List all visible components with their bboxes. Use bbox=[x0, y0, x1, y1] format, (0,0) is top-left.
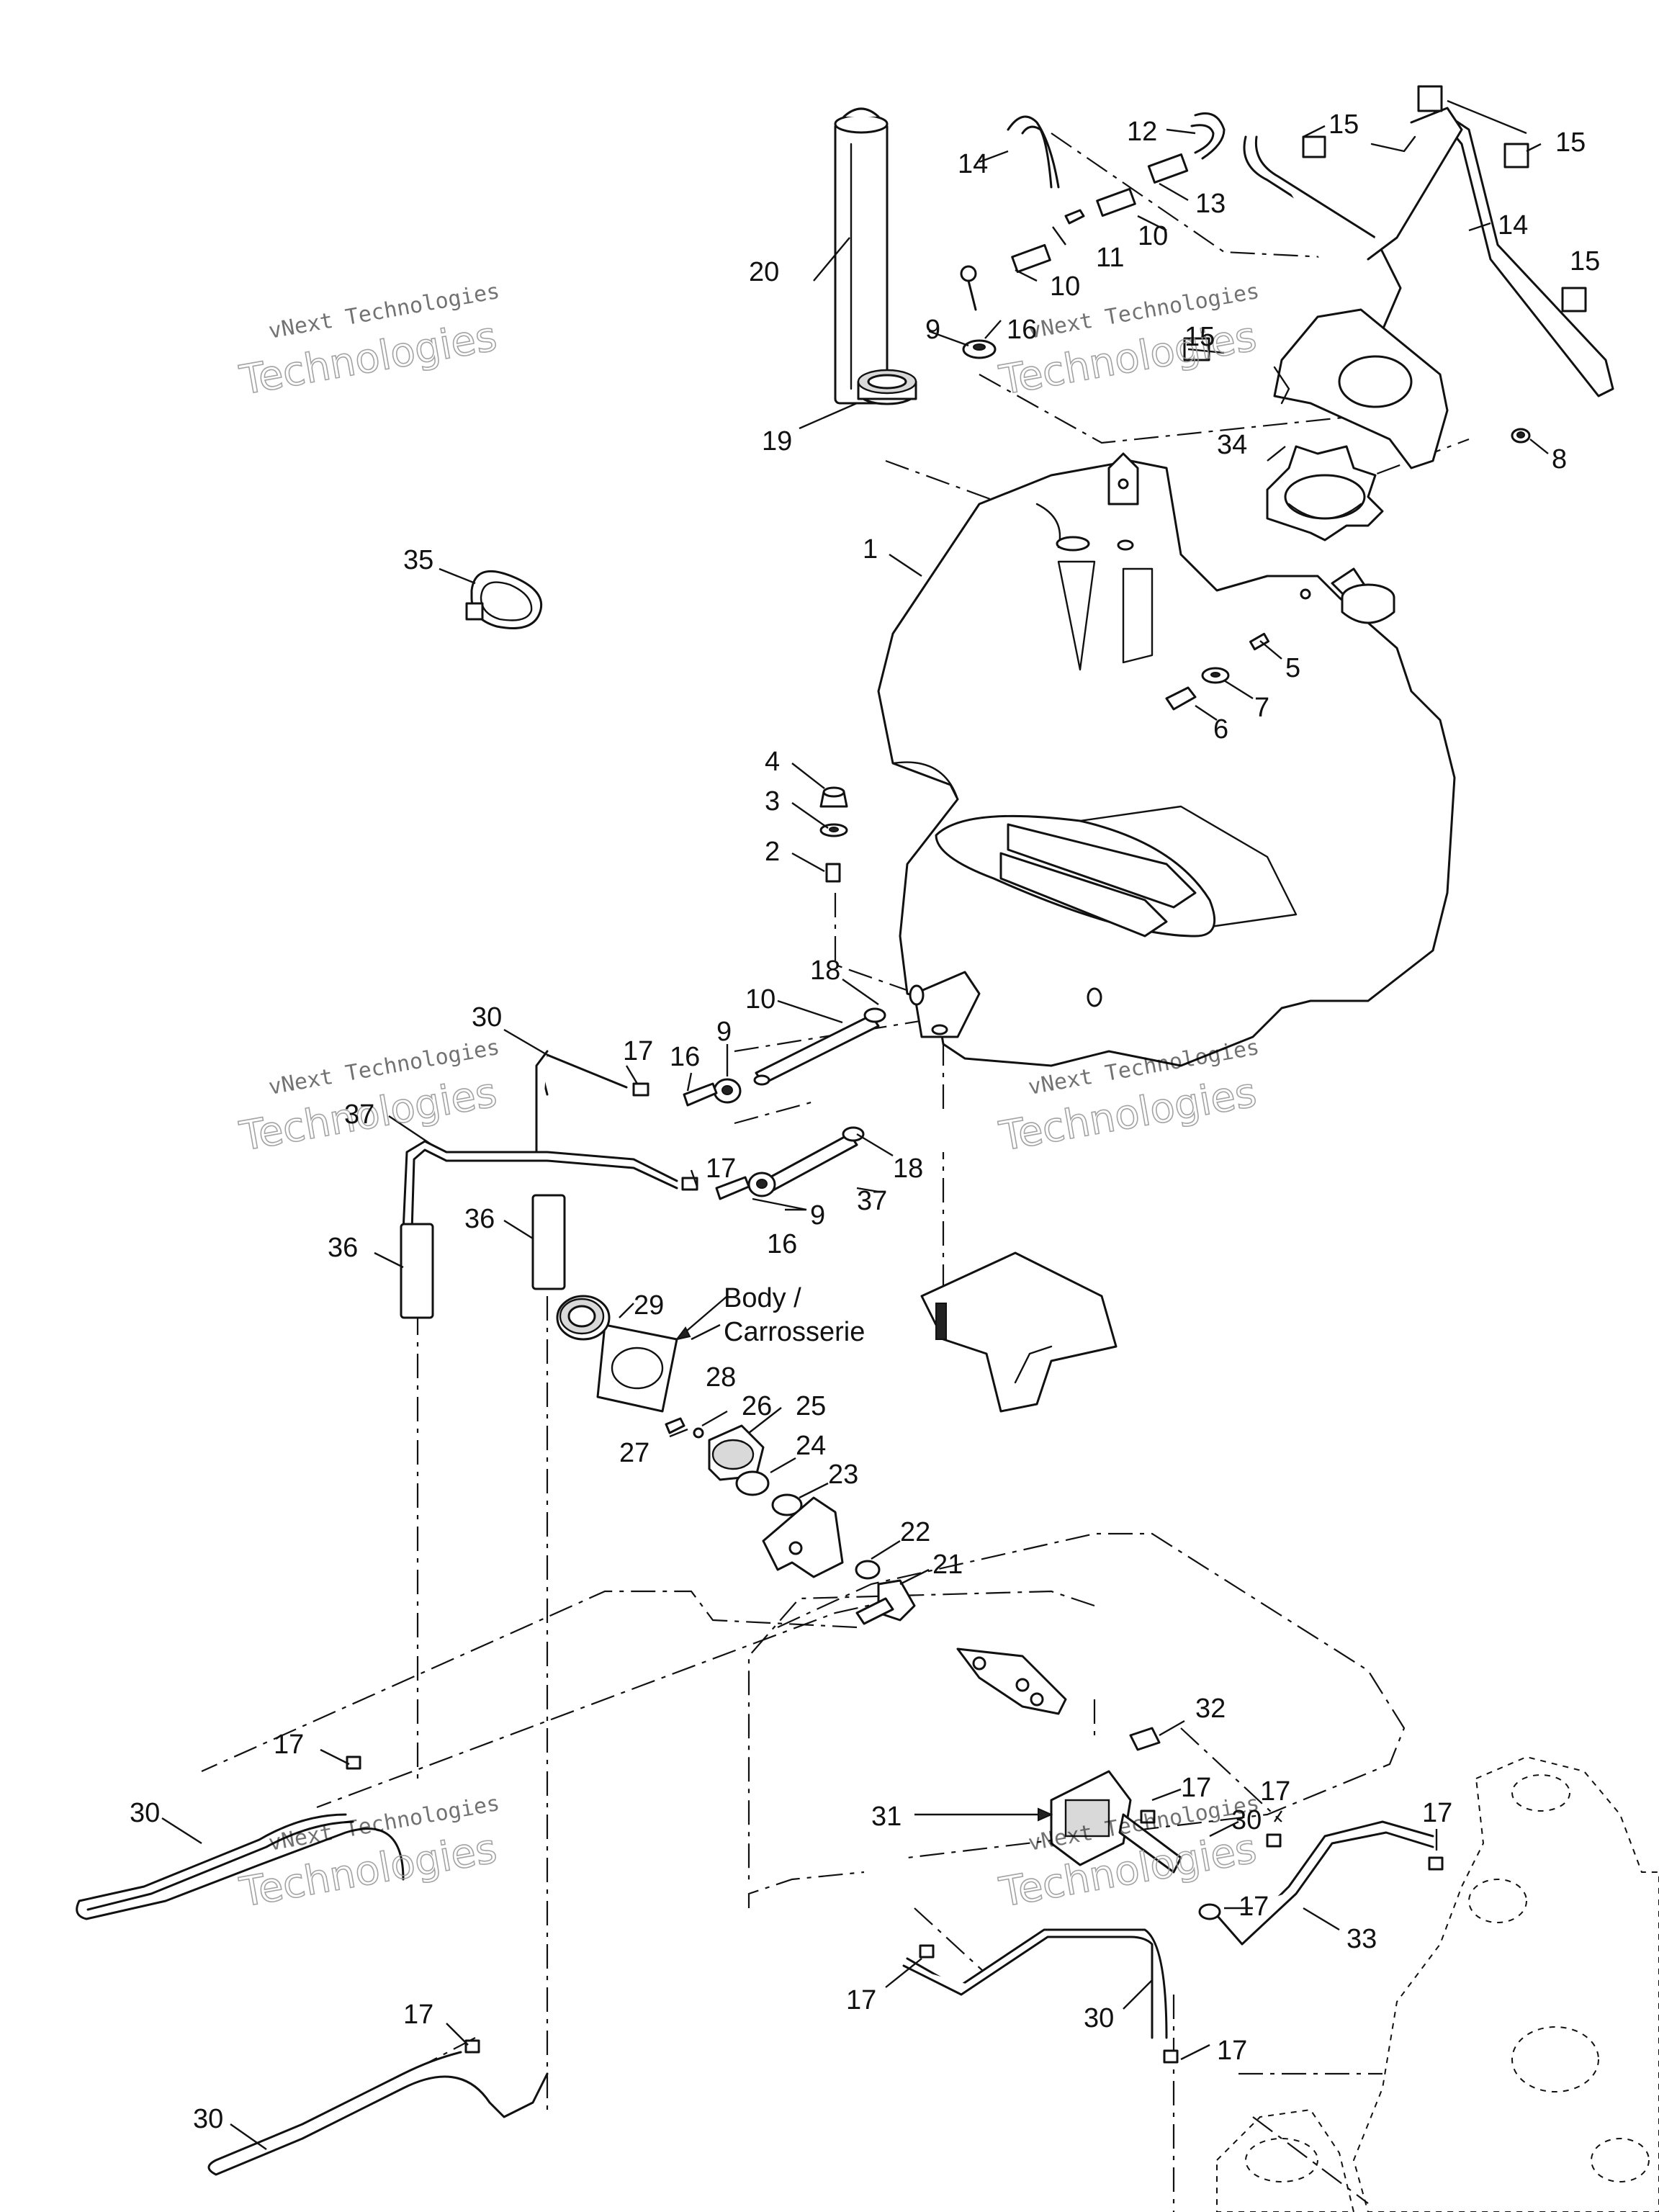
hose-sleeves bbox=[400, 1194, 566, 1319]
callout-37b: 37 bbox=[857, 1186, 887, 1216]
filler-tube bbox=[834, 107, 889, 405]
leader-lines bbox=[161, 99, 1549, 2150]
callout-10c: 10 bbox=[745, 984, 775, 1015]
callout-9c: 9 bbox=[716, 1017, 732, 1047]
watermark-1: vNext Technologies Technologies bbox=[235, 279, 501, 405]
fuel-valve-assembly bbox=[665, 1417, 916, 1625]
bracket-nut bbox=[1511, 428, 1531, 444]
callout-27: 27 bbox=[619, 1438, 649, 1468]
watermark-3: vNext Technologies Technologies bbox=[235, 1035, 501, 1161]
callout-24: 24 bbox=[796, 1431, 826, 1461]
callout-26: 26 bbox=[742, 1391, 772, 1421]
callout-30b: 30 bbox=[130, 1798, 160, 1828]
watermark-5: vNext Technologies Technologies bbox=[235, 1791, 501, 1917]
callouts: 1 2 3 4 5 6 7 8 9 10 10 11 12 13 14 14 1… bbox=[130, 109, 1600, 2134]
hose-clips bbox=[346, 1755, 1444, 2064]
callout-18a: 18 bbox=[810, 956, 840, 986]
callout-17i: 17 bbox=[846, 1985, 876, 2015]
callout-17a: 17 bbox=[623, 1036, 653, 1066]
callout-28: 28 bbox=[706, 1362, 736, 1393]
callout-31: 31 bbox=[871, 1802, 902, 1832]
callout-4: 4 bbox=[765, 747, 780, 777]
top-vent-fittings bbox=[960, 112, 1226, 359]
callout-17c: 17 bbox=[274, 1730, 304, 1760]
hose-clamp bbox=[465, 570, 542, 629]
cap-strap-hardware bbox=[1165, 632, 1270, 711]
callout-11: 11 bbox=[1096, 243, 1124, 273]
callout-17e: 17 bbox=[1181, 1773, 1211, 1803]
mount-stud-stack bbox=[819, 786, 848, 883]
callout-17b: 17 bbox=[706, 1154, 736, 1184]
note-line-2: Carrosserie bbox=[724, 1317, 865, 1347]
engine-outline bbox=[1216, 1755, 1659, 2212]
callout-21: 21 bbox=[932, 1550, 963, 1580]
callout-15b: 15 bbox=[1555, 127, 1586, 158]
callout-10b: 10 bbox=[1050, 271, 1080, 302]
tank-outlet-fittings bbox=[402, 1007, 886, 1233]
callout-17f: 17 bbox=[1260, 1776, 1290, 1807]
callout-30e: 30 bbox=[1084, 2003, 1114, 2033]
fuel-valve-gasket bbox=[556, 1295, 678, 1413]
filler-grommet bbox=[857, 369, 917, 405]
note-line-1: Body / bbox=[724, 1283, 801, 1313]
callout-20: 20 bbox=[749, 257, 779, 287]
callout-22: 22 bbox=[900, 1517, 930, 1547]
callout-32: 32 bbox=[1195, 1694, 1226, 1724]
callout-8: 8 bbox=[1552, 444, 1567, 475]
callout-25: 25 bbox=[796, 1391, 826, 1421]
callout-12: 12 bbox=[1127, 117, 1157, 147]
callout-15d: 15 bbox=[1184, 322, 1215, 352]
callout-13: 13 bbox=[1195, 189, 1226, 219]
fuel-tank bbox=[877, 452, 1456, 1067]
callout-6: 6 bbox=[1213, 714, 1228, 745]
callout-17d: 17 bbox=[403, 2000, 433, 2030]
fuel-pump bbox=[956, 1647, 1182, 1874]
callout-29: 29 bbox=[634, 1290, 664, 1321]
callout-16b: 16 bbox=[670, 1042, 700, 1072]
callout-37a: 37 bbox=[344, 1100, 374, 1130]
watermark-6: vNext Technologies Technologies bbox=[995, 1791, 1261, 1917]
callout-16c: 16 bbox=[767, 1229, 797, 1259]
callout-23: 23 bbox=[828, 1460, 858, 1490]
callout-19: 19 bbox=[762, 426, 792, 457]
callout-9b: 9 bbox=[810, 1200, 825, 1231]
callout-33: 33 bbox=[1346, 1924, 1377, 1954]
callout-10a: 10 bbox=[1138, 221, 1168, 251]
callout-35: 35 bbox=[403, 545, 433, 575]
callout-15a: 15 bbox=[1328, 109, 1359, 140]
callout-30d: 30 bbox=[1231, 1805, 1262, 1835]
body-panel-section bbox=[920, 1251, 1118, 1413]
callout-1: 1 bbox=[863, 534, 878, 565]
body-note: Body / Carrosserie bbox=[724, 1283, 865, 1347]
callout-30a: 30 bbox=[472, 1002, 502, 1033]
fuel-hoses bbox=[76, 1813, 1434, 2176]
callout-30c: 30 bbox=[193, 2104, 223, 2134]
callout-34: 34 bbox=[1217, 430, 1247, 460]
vent-tube-assembly bbox=[1183, 85, 1614, 397]
vent-bracket bbox=[1273, 308, 1449, 469]
callout-17g: 17 bbox=[1238, 1892, 1269, 1922]
callout-16a: 16 bbox=[1007, 315, 1037, 345]
callout-14a: 14 bbox=[958, 149, 988, 179]
callout-2: 2 bbox=[765, 837, 780, 867]
callout-7: 7 bbox=[1254, 693, 1269, 723]
callout-3: 3 bbox=[765, 786, 780, 817]
callout-17j: 17 bbox=[1217, 2036, 1247, 2066]
callout-14b: 14 bbox=[1498, 210, 1528, 240]
callout-36a: 36 bbox=[328, 1233, 358, 1263]
callout-17h: 17 bbox=[1422, 1798, 1452, 1828]
callout-36b: 36 bbox=[464, 1204, 495, 1234]
callout-5: 5 bbox=[1285, 653, 1300, 683]
callout-18b: 18 bbox=[893, 1154, 923, 1184]
callout-9a: 9 bbox=[925, 315, 940, 345]
fuel-cap bbox=[1266, 445, 1384, 541]
callout-15c: 15 bbox=[1570, 246, 1600, 276]
